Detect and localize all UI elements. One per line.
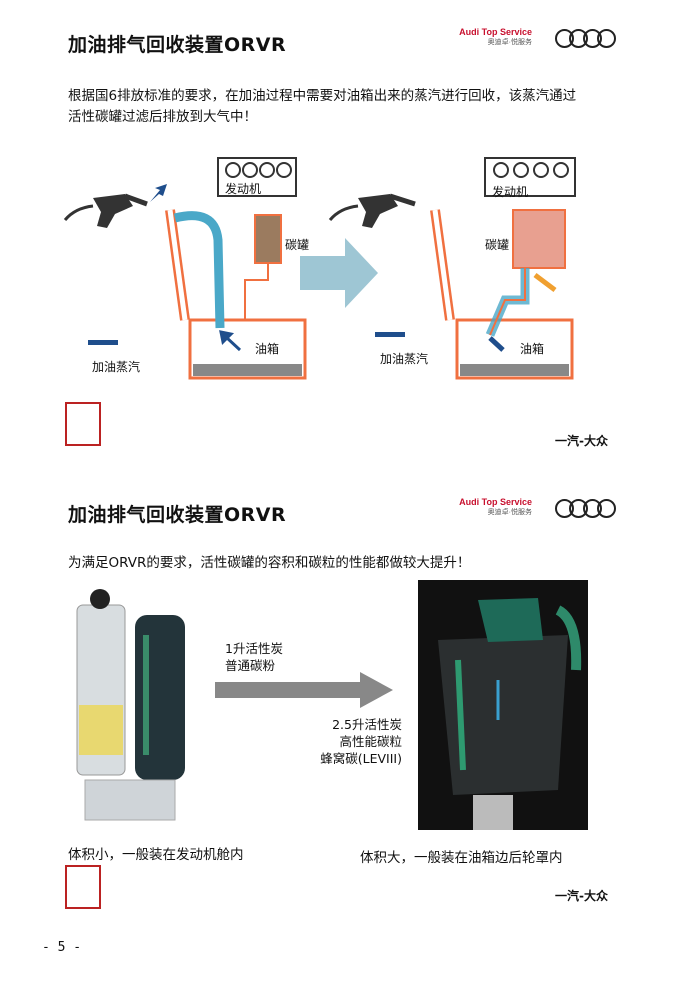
vapor-path bbox=[173, 211, 225, 329]
right-canister-label: 碳罐 bbox=[485, 238, 510, 252]
engine-icon bbox=[217, 157, 297, 197]
comparison-arrow-icon bbox=[215, 672, 393, 708]
fuel-nozzle-icon bbox=[328, 193, 416, 228]
brand-line2: 奥迪卓·悦服务 bbox=[487, 509, 532, 516]
orvr-right-diagram bbox=[328, 157, 576, 380]
left-spec: 1升活性炭 普通碳粉 bbox=[225, 640, 283, 674]
slide2-title: 加油排气回收装置ORVR bbox=[68, 504, 287, 526]
right-spec-line3: 蜂窝碳(LEVIII) bbox=[320, 751, 402, 766]
brand-line2: 奥迪卓·悦服务 bbox=[487, 39, 532, 46]
right-legend-label: 加油蒸汽 bbox=[380, 352, 429, 366]
brand-line1: Audi Top Service bbox=[459, 497, 532, 507]
transition-arrow-icon bbox=[300, 238, 378, 308]
legend-swatch bbox=[88, 340, 118, 345]
brand-line1: Audi Top Service bbox=[459, 27, 532, 37]
left-engine-label: 发动机 bbox=[225, 182, 262, 196]
audi-top-service-brand: Audi Top Service 奥迪卓·悦服务 bbox=[440, 497, 532, 517]
seal-logo bbox=[65, 402, 101, 446]
right-spec-line1: 2.5升活性炭 bbox=[332, 717, 402, 732]
right-spec-line2: 高性能碳粒 bbox=[339, 734, 402, 749]
small-canister-photo bbox=[76, 589, 185, 821]
audi-rings-logo bbox=[555, 499, 616, 518]
flow-arrow bbox=[219, 330, 242, 352]
faw-vw-logo: 一汽-大众 bbox=[555, 889, 608, 903]
slide2-subtitle: 为满足ORVR的要求，活性碳罐的容积和碳粒的性能都做较大提升！ bbox=[68, 555, 471, 571]
large-canister-photo bbox=[418, 580, 588, 830]
canister-shape bbox=[254, 214, 282, 264]
left-spec-line2: 普通碳粉 bbox=[225, 658, 276, 673]
page-number: - 5 - bbox=[42, 940, 82, 955]
fuel-nozzle-icon bbox=[63, 193, 148, 228]
left-spec-line1: 1升活性炭 bbox=[225, 641, 283, 656]
left-legend-label: 加油蒸汽 bbox=[92, 360, 141, 374]
legend-swatch bbox=[375, 332, 405, 337]
audi-rings-logo bbox=[555, 29, 616, 48]
slide1-paragraph: 根据国6排放标准的要求，在加油过程中需要对油箱出来的蒸汽进行回收，该蒸汽通过活性… bbox=[68, 88, 577, 125]
slide1-title: 加油排气回收装置ORVR bbox=[68, 34, 287, 56]
right-caption: 体积大，一般装在油箱边后轮罩内 bbox=[360, 850, 563, 866]
faw-vw-logo: 一汽-大众 bbox=[555, 434, 608, 448]
left-tank-label: 油箱 bbox=[255, 342, 280, 356]
right-engine-label: 发动机 bbox=[492, 185, 529, 199]
exhaust-arrow bbox=[533, 273, 557, 292]
left-canister-label: 碳罐 bbox=[285, 238, 310, 252]
vapor-escape-arrow bbox=[150, 184, 167, 202]
canister-shape bbox=[512, 209, 566, 269]
right-tank-label: 油箱 bbox=[520, 342, 545, 356]
left-caption: 体积小，一般装在发动机舱内 bbox=[68, 847, 244, 863]
right-spec: 2.5升活性炭 高性能碳粒 蜂窝碳(LEVIII) bbox=[302, 716, 402, 767]
flow-arrow bbox=[488, 336, 505, 352]
seal-logo bbox=[65, 865, 101, 909]
engine-icon bbox=[484, 157, 576, 197]
orvr-left-diagram bbox=[63, 157, 307, 380]
audi-top-service-brand: Audi Top Service 奥迪卓·悦服务 bbox=[440, 27, 532, 47]
